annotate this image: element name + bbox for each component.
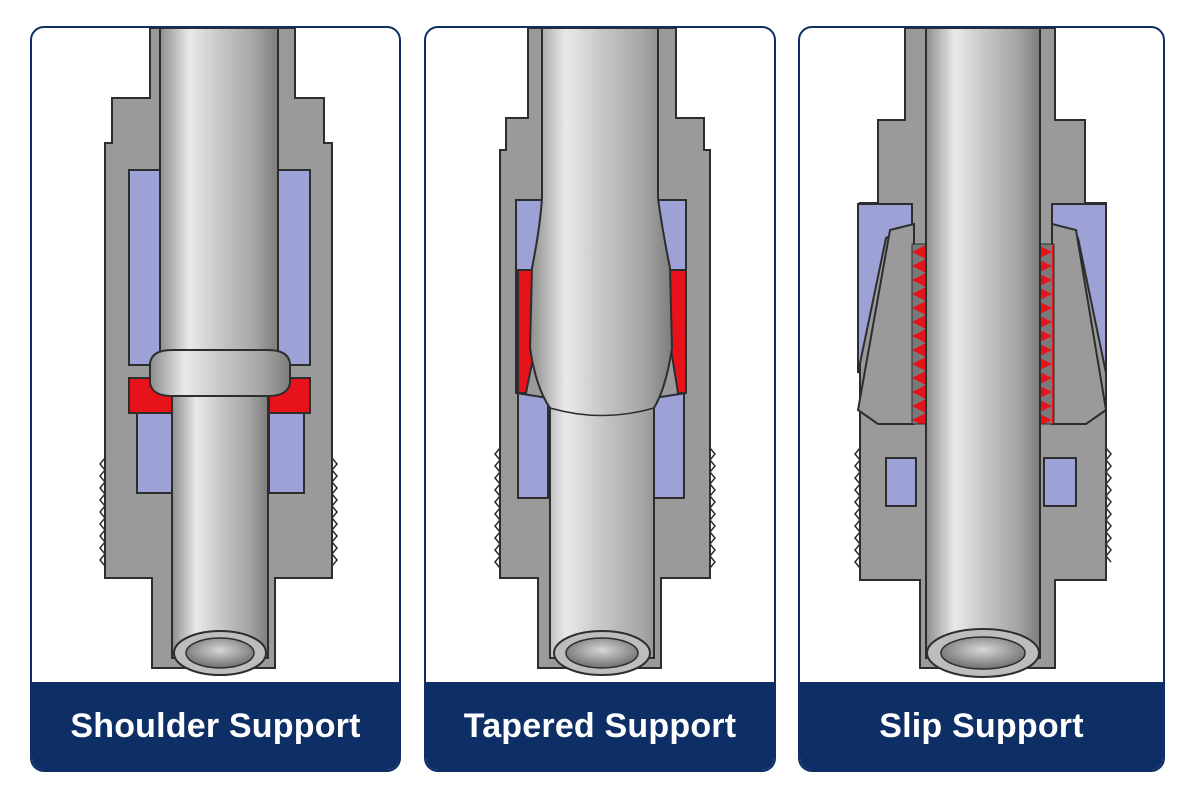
thread-left <box>99 457 106 567</box>
panel-tapered-support: Tapered Support <box>424 26 776 772</box>
tapered-support-cross-section <box>494 28 716 676</box>
thread-right <box>709 447 716 569</box>
lower-tube <box>171 395 269 659</box>
upper-tube <box>159 28 279 354</box>
thread-left <box>854 447 861 569</box>
slip-support-cross-section <box>854 28 1112 678</box>
thread-right <box>331 457 338 567</box>
liner-lower-left <box>136 412 173 494</box>
tube-shoulder <box>149 349 291 397</box>
caption-shoulder-support: Shoulder Support <box>32 682 399 770</box>
straight-tube <box>925 28 1041 659</box>
liner-lower-left <box>885 457 917 507</box>
tapered-tube <box>528 28 674 659</box>
liner-lower-right <box>268 412 305 494</box>
slip-wedge-left <box>856 222 915 425</box>
liner-upper-left <box>128 169 165 366</box>
shoulder-support-cross-section <box>99 28 338 676</box>
thread-right <box>1105 447 1112 563</box>
bowl-right <box>1051 203 1107 374</box>
panel-shoulder-support: Shoulder Support <box>30 26 401 772</box>
liner-upper-right <box>274 169 311 366</box>
slip-teeth-left <box>911 243 927 425</box>
slip-teeth-right <box>1039 243 1055 425</box>
liner-lower-right <box>1043 457 1077 507</box>
caption-slip-support: Slip Support <box>800 682 1163 770</box>
panel-slip-support: Slip Support <box>798 26 1165 772</box>
caption-tapered-support: Tapered Support <box>426 682 774 770</box>
thread-left <box>494 447 501 569</box>
